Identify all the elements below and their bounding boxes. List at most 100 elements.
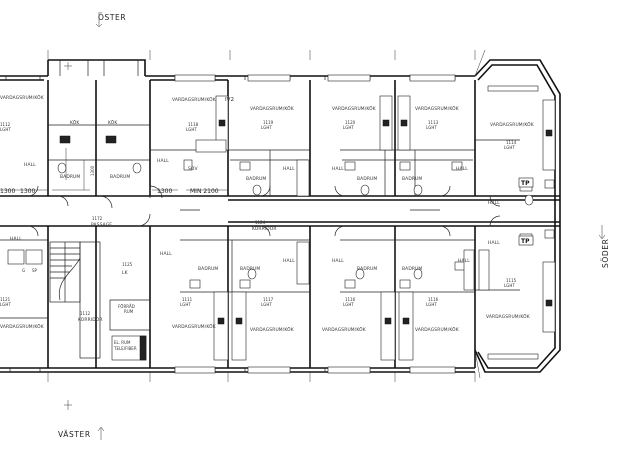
room-labels: VARDAGSRUM/KÖK VARDAGSRUM/KÖK VARDAGSRUM… (0, 94, 534, 333)
outer-walls (0, 59, 561, 373)
passage-code: 1172 (92, 216, 103, 221)
small-mark: G (22, 268, 25, 273)
room-label: HALL (157, 158, 169, 164)
room-label: BADRUM (240, 266, 260, 272)
apartment-code: 1113 (428, 120, 439, 125)
room-label: SOV (188, 166, 198, 172)
panel-label: TELE/FIBER (113, 346, 137, 351)
room-label: HALL (160, 251, 172, 257)
windows (5, 60, 539, 374)
apartment-type: LGHT (261, 125, 272, 130)
apartment-type: LGHT (343, 302, 354, 307)
apartment-type: LGHT (426, 125, 437, 130)
room-label: HALL (458, 258, 470, 264)
compass-north-label: ÖSTER (98, 13, 126, 22)
space-codes: 1172 1124 1125 1112 (80, 216, 266, 316)
stairwell (49, 241, 151, 361)
storage-label: LK (122, 270, 128, 276)
room-label: HALL (456, 166, 468, 172)
apartment-code: 1111 (182, 297, 193, 302)
dimension-label: MIN 2100 (190, 188, 219, 195)
room-label: VARDAGSRUM/KÖK (490, 121, 534, 128)
room-label: HALL (332, 258, 344, 264)
room-label: VARDAGSRUM/KÖK (322, 326, 366, 333)
elevator-label: RUM (124, 309, 134, 314)
room-label: VARDAGSRUM/KÖK (172, 323, 216, 330)
passage-label: PASSAGE (91, 222, 112, 228)
apartment-code: 1116 (345, 297, 356, 302)
apartment-type: LGHT (426, 302, 437, 307)
apartment-type: LGHT (261, 302, 272, 307)
room-label: VARDAGSRUM/KÖK (0, 323, 44, 330)
room-label: VARDAGSRUM/KÖK (0, 94, 44, 101)
room-label: VARDAGSRUM/KÖK (415, 326, 459, 333)
room-label: HALL (24, 162, 36, 168)
compass-east-label: SÖDER (601, 239, 610, 268)
apartment-type: LGHT (504, 283, 515, 288)
dimension-label: 1300 (0, 188, 15, 195)
corridor-code: 1124 (255, 220, 266, 225)
room-label: VARDAGSRUM/KÖK (415, 105, 459, 112)
room-label: VARDAGSRUM/KÖK (172, 96, 216, 103)
apartment-code: 1119 (263, 120, 274, 125)
apartment-code: 1112 (0, 122, 11, 127)
room-label: BADRUM (357, 176, 377, 182)
room-label: VARDAGSRUM/KÖK (250, 326, 294, 333)
tp-mark-south: TP (521, 238, 530, 245)
compass-south-label: VÄSTER (58, 430, 91, 439)
apartment-code: 1118 (188, 122, 199, 127)
room-label: VARDAGSRUM/KÖK (486, 313, 530, 320)
apartment-type: LGHT (0, 302, 11, 307)
tp-mark-north: TP (521, 180, 530, 187)
room-label: BADRUM (198, 266, 218, 272)
dimension-label: 1300 (20, 188, 35, 195)
small-mark: SP (32, 268, 38, 273)
iv-mark: IV2 (225, 97, 234, 103)
dimension-label: 1300 (157, 188, 172, 195)
room-label: BADRUM (357, 266, 377, 272)
kitchen-counters (59, 95, 556, 361)
compass: ÖSTER VÄSTER SÖDER (58, 12, 610, 440)
apartment-code: 1121 (0, 297, 11, 302)
dimension-text: 1300 1300 1300 MIN 2100 1300 (0, 165, 219, 195)
bottom-corridor-code: 1112 (80, 311, 91, 316)
apartment-type: LGHT (0, 127, 11, 132)
room-label: BADRUM (402, 266, 422, 272)
room-label: KÖK (108, 119, 117, 126)
room-label: VARDAGSRUM/KÖK (250, 105, 294, 112)
panel-label: EL. RUM (114, 340, 131, 345)
apartment-code: 1114 (506, 140, 517, 145)
room-label: BADRUM (60, 174, 80, 180)
dimension-lines (0, 49, 486, 410)
misc-marks: IV2 TP TP G SP FÖRRÅD RUM EL. RUM TELE/F… (22, 97, 534, 351)
burner-marks (59, 119, 553, 325)
room-label: HALL (283, 258, 295, 264)
elevator-label: FÖRRÅD (118, 304, 135, 309)
bathroom-fixtures (7, 139, 555, 291)
room-label: HALL (332, 166, 344, 172)
apartment-type: LGHT (504, 145, 515, 150)
apartment-code: 1115 (506, 278, 517, 283)
room-label: HALL (488, 200, 500, 206)
apartment-type: LGHT (180, 302, 191, 307)
storage-code: 1125 (122, 262, 133, 267)
apartment-code: 1116 (428, 297, 439, 302)
apartment-codes: 1112 LGHT 1118 LGHT 1119 LGHT 1120 LGHT … (0, 120, 517, 307)
room-label: HALL (488, 240, 500, 246)
room-label: KÖK (70, 119, 79, 126)
room-label: VARDAGSRUM/KÖK (332, 105, 376, 112)
dimension-label: 1300 (90, 165, 95, 176)
apartment-code: 1117 (263, 297, 274, 302)
room-label: HALL (10, 236, 22, 242)
room-label: BADRUM (110, 174, 130, 180)
room-label: BADRUM (246, 176, 266, 182)
apartment-code: 1120 (345, 120, 356, 125)
door-swings (27, 185, 501, 237)
room-label: BADRUM (402, 176, 422, 182)
apartment-type: LGHT (343, 125, 354, 130)
bottom-corridor-label: KORRIDOR (78, 317, 103, 323)
apartment-type: LGHT (186, 127, 197, 132)
room-label: HALL (283, 166, 295, 172)
corridor-label: KORRIDOR (252, 226, 277, 232)
